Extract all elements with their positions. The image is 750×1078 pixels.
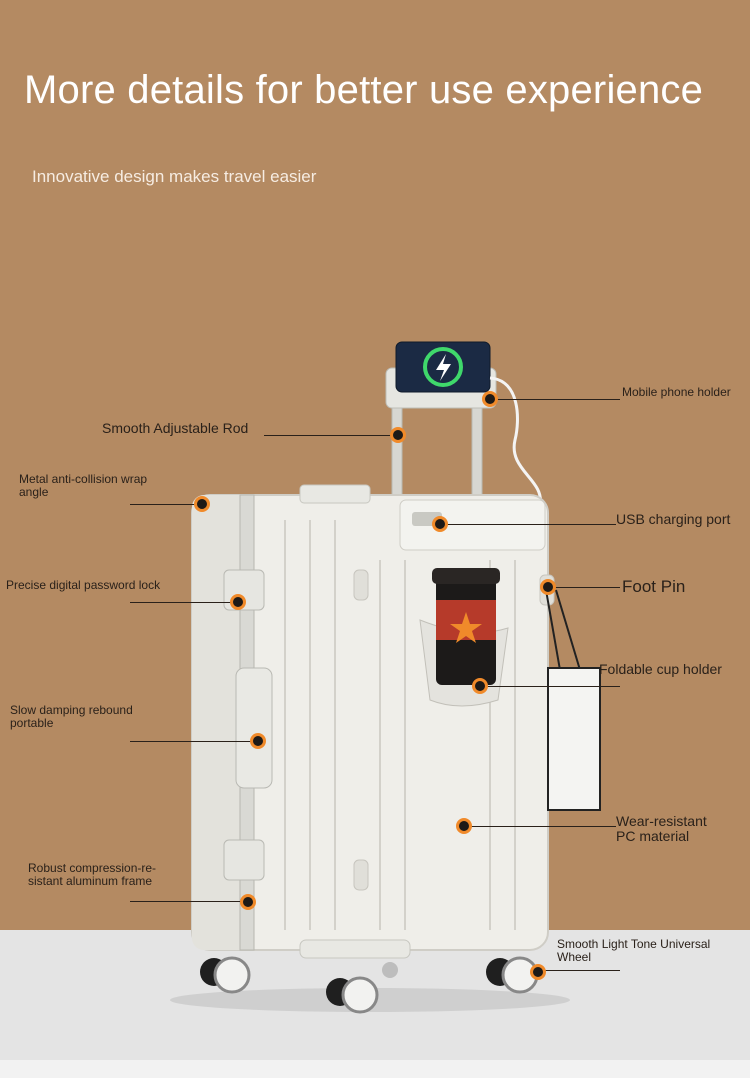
leader-line bbox=[130, 741, 258, 742]
wheel-icons bbox=[200, 956, 539, 1014]
marker-dot bbox=[482, 391, 498, 407]
marker-dot bbox=[240, 894, 256, 910]
floor-edge bbox=[0, 1060, 750, 1078]
marker-dot bbox=[250, 733, 266, 749]
top-handle bbox=[299, 484, 371, 504]
ribs bbox=[284, 520, 516, 930]
marker-dot bbox=[390, 427, 406, 443]
lock-bottom bbox=[223, 839, 265, 881]
callout-foot-pin: Foot Pin bbox=[622, 577, 686, 596]
marker-dot bbox=[230, 594, 246, 610]
leader-line bbox=[264, 435, 398, 436]
leader-line bbox=[130, 901, 248, 902]
callout-adjustable-rod: Smooth Adjustable Rod bbox=[102, 420, 249, 436]
marker-dot bbox=[540, 579, 556, 595]
leader-line bbox=[538, 970, 620, 971]
callout-damping-handle: Slow damping rebound portable bbox=[10, 703, 133, 730]
leader-line bbox=[464, 826, 616, 827]
callout-usb-port: USB charging port bbox=[616, 511, 731, 527]
callout-universal-wheel: Smooth Light Tone Universal Wheel bbox=[557, 937, 711, 964]
callout-password-lock: Precise digital password lock bbox=[6, 578, 161, 592]
callout-aluminum-frame: Robust compression-re-sistant aluminum f… bbox=[28, 861, 157, 888]
leader-line bbox=[130, 602, 238, 603]
leader-line bbox=[488, 399, 620, 400]
side-handle bbox=[235, 667, 273, 789]
leader-line bbox=[440, 524, 616, 525]
callout-mobile-holder: Mobile phone holder bbox=[622, 385, 731, 399]
leader-line bbox=[480, 686, 620, 687]
phone-icon bbox=[395, 341, 491, 393]
foot-pin-lower bbox=[353, 859, 369, 891]
marker-dot bbox=[456, 818, 472, 834]
leader-line bbox=[548, 587, 620, 588]
marker-dot bbox=[472, 678, 488, 694]
marker-dot bbox=[432, 516, 448, 532]
callout-anti-collision: Metal anti-collision wrap angle bbox=[19, 472, 148, 499]
subhead: Innovative design makes travel easier bbox=[32, 167, 317, 186]
bottom-bumper bbox=[299, 939, 411, 959]
tote-bag-icon bbox=[545, 589, 601, 811]
headline: More details for better use experience bbox=[24, 68, 704, 112]
callout-cup-holder: Foldable cup holder bbox=[599, 661, 722, 677]
callout-pc-material: Wear-resistant PC material bbox=[616, 813, 707, 844]
marker-dot bbox=[194, 496, 210, 512]
marker-dot bbox=[530, 964, 546, 980]
leader-line bbox=[130, 504, 202, 505]
foot-pin-left bbox=[353, 569, 369, 601]
